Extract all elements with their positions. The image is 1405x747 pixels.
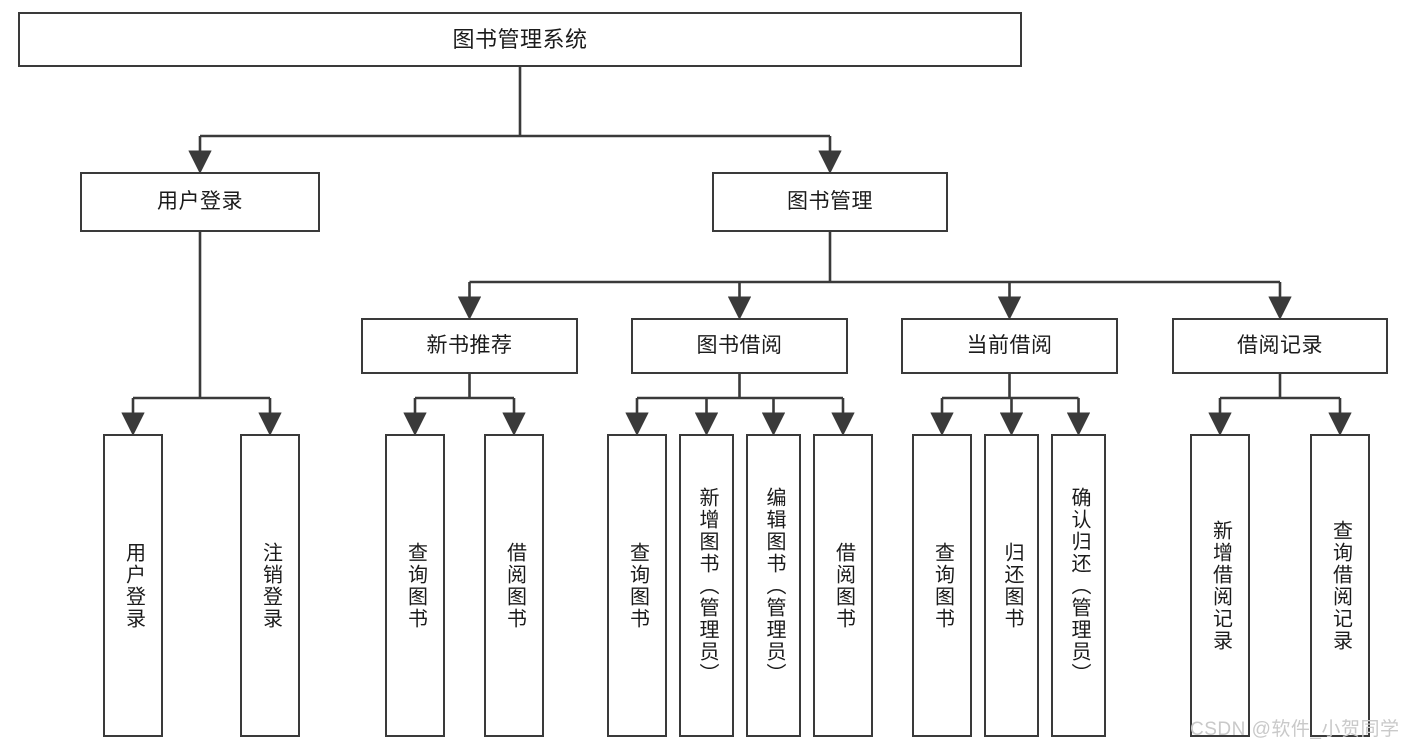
node-label: 编辑图书（管理员）: [763, 486, 785, 685]
node-leaf-borrow-book-bor[interactable]: 借阅图书: [813, 434, 873, 737]
node-leaf-query-book-bor[interactable]: 查询图书: [607, 434, 667, 737]
node-label: 查询图书: [626, 541, 649, 630]
node-label: 查询图书: [931, 541, 954, 630]
node-new-book-rec[interactable]: 新书推荐: [361, 318, 578, 374]
node-label: 确认归还（管理员）: [1068, 486, 1090, 685]
node-leaf-query-book-cur[interactable]: 查询图书: [912, 434, 972, 737]
node-borrow-record[interactable]: 借阅记录: [1172, 318, 1388, 374]
node-label: 注销登录: [259, 541, 282, 630]
node-label: 借阅图书: [503, 541, 526, 630]
node-leaf-user-login[interactable]: 用户登录: [103, 434, 163, 737]
node-leaf-confirm-return[interactable]: 确认归还（管理员）: [1051, 434, 1106, 737]
node-leaf-add-record[interactable]: 新增借阅记录: [1190, 434, 1250, 737]
node-leaf-user-logout[interactable]: 注销登录: [240, 434, 300, 737]
node-book-borrow[interactable]: 图书借阅: [631, 318, 848, 374]
node-label: 新增图书（管理员）: [696, 486, 718, 685]
node-root[interactable]: 图书管理系统: [18, 12, 1022, 67]
node-label: 图书管理系统: [452, 26, 588, 52]
node-leaf-add-book[interactable]: 新增图书（管理员）: [679, 434, 734, 737]
node-leaf-return-book[interactable]: 归还图书: [984, 434, 1039, 737]
watermark-label: CSDN @软件_小贺同学: [1190, 719, 1400, 740]
node-label: 新书推荐: [426, 333, 513, 357]
node-label: 查询图书: [404, 541, 427, 630]
node-label: 用户登录: [157, 189, 243, 213]
node-label: 借阅记录: [1237, 333, 1323, 357]
node-label: 当前借阅: [966, 333, 1053, 357]
node-label: 新增借阅记录: [1209, 519, 1232, 652]
node-current-borrow[interactable]: 当前借阅: [901, 318, 1118, 374]
node-label: 用户登录: [122, 541, 145, 630]
node-label: 图书管理: [787, 189, 873, 213]
node-leaf-query-record[interactable]: 查询借阅记录: [1310, 434, 1370, 737]
node-label: 查询借阅记录: [1329, 519, 1352, 652]
node-leaf-edit-book[interactable]: 编辑图书（管理员）: [746, 434, 801, 737]
node-label: 归还图书: [1001, 541, 1023, 630]
node-book-manage[interactable]: 图书管理: [712, 172, 948, 232]
node-label: 借阅图书: [832, 541, 855, 630]
node-leaf-query-book-rec[interactable]: 查询图书: [385, 434, 445, 737]
node-user-login[interactable]: 用户登录: [80, 172, 320, 232]
node-leaf-borrow-book-rec[interactable]: 借阅图书: [484, 434, 544, 737]
node-label: 图书借阅: [696, 333, 783, 357]
edge-group: [121, 67, 1352, 436]
